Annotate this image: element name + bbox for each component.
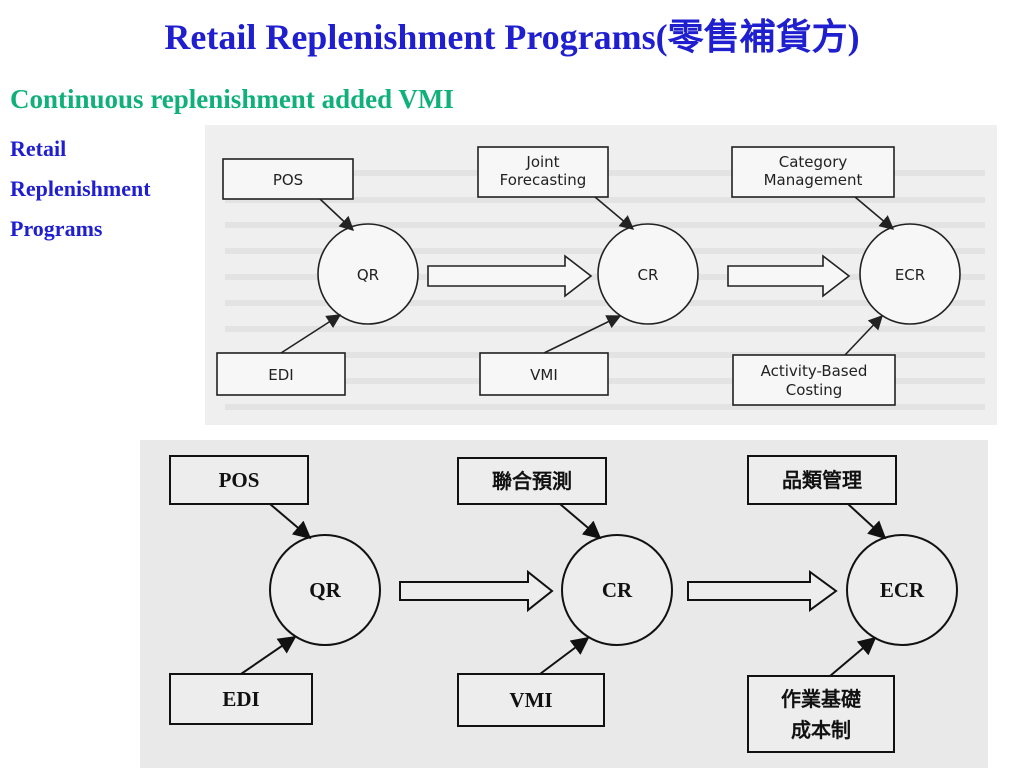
circle-ecr-zh: ECR bbox=[846, 534, 958, 646]
svg-text:VMI: VMI bbox=[509, 688, 552, 712]
box-edi: EDI bbox=[216, 352, 346, 396]
arrow-edi-to-qr bbox=[280, 314, 342, 354]
slide-subtitle: Continuous replenishment added VMI bbox=[10, 84, 454, 114]
chinese-diagram-panel: POS 聯合預測 品類管理 QR CR ECR EDI bbox=[140, 440, 988, 768]
box-pos: POS bbox=[222, 158, 354, 200]
box-activity-based-costing-zh: 作業基礎 成本制 bbox=[747, 675, 895, 753]
svg-text:Forecasting: Forecasting bbox=[500, 171, 587, 189]
arrow-category-to-ecr bbox=[854, 196, 895, 230]
block-arrow-qr-to-cr bbox=[427, 254, 593, 298]
box-category-management-zh: 品類管理 bbox=[747, 455, 897, 505]
arrow-pos-to-qr bbox=[319, 198, 355, 231]
svg-text:品類管理: 品類管理 bbox=[782, 468, 862, 492]
svg-text:作業基礎: 作業基礎 bbox=[781, 687, 862, 711]
svg-text:POS: POS bbox=[273, 171, 303, 189]
box-pos-zh: POS bbox=[169, 455, 309, 505]
svg-text:Management: Management bbox=[764, 171, 863, 189]
side-label-replenishment: Replenishment bbox=[10, 176, 151, 201]
block-arrow-qr-to-cr-zh bbox=[399, 569, 554, 613]
circle-cr-zh: CR bbox=[561, 534, 673, 646]
box-joint-forecasting: Joint Forecasting bbox=[477, 146, 609, 198]
side-label-retail: Retail bbox=[10, 136, 67, 161]
svg-text:POS: POS bbox=[219, 468, 260, 492]
svg-text:CR: CR bbox=[638, 266, 659, 284]
svg-text:ECR: ECR bbox=[880, 578, 925, 602]
svg-text:Activity-Based: Activity-Based bbox=[761, 362, 868, 380]
svg-text:VMI: VMI bbox=[530, 366, 558, 384]
box-activity-based-costing: Activity-Based Costing bbox=[732, 354, 896, 406]
arrow-vmi-to-cr bbox=[543, 315, 622, 354]
box-category-management: Category Management bbox=[731, 146, 895, 198]
svg-text:CR: CR bbox=[602, 578, 633, 602]
english-diagram-panel: POS Joint Forecasting Category Managemen… bbox=[205, 125, 997, 425]
box-vmi: VMI bbox=[479, 352, 609, 396]
svg-text:QR: QR bbox=[357, 266, 379, 284]
arrow-edi-to-qr-zh bbox=[240, 635, 297, 675]
arrow-vmi-to-cr-zh bbox=[539, 636, 590, 675]
circle-qr-zh: QR bbox=[269, 534, 381, 646]
arrow-category-to-ecr-zh bbox=[847, 503, 887, 540]
arrow-pos-to-qr-zh bbox=[269, 503, 312, 540]
svg-text:成本制: 成本制 bbox=[791, 718, 851, 742]
svg-text:Joint: Joint bbox=[525, 153, 559, 171]
svg-text:Category: Category bbox=[779, 153, 848, 171]
block-arrow-cr-to-ecr-zh bbox=[687, 570, 838, 612]
english-diagram: POS Joint Forecasting Category Managemen… bbox=[205, 125, 997, 425]
arrow-forecasting-to-cr bbox=[594, 196, 635, 230]
arrow-abc-to-ecr-zh bbox=[829, 636, 877, 677]
box-joint-forecasting-zh: 聯合預測 bbox=[457, 457, 607, 505]
svg-text:ECR: ECR bbox=[895, 266, 925, 284]
arrow-forecasting-to-cr-zh bbox=[559, 503, 602, 540]
circle-ecr: ECR bbox=[859, 223, 961, 325]
chinese-diagram: POS 聯合預測 品類管理 QR CR ECR EDI bbox=[169, 455, 958, 753]
svg-text:EDI: EDI bbox=[268, 366, 293, 384]
circle-cr: CR bbox=[597, 223, 699, 325]
circle-qr: QR bbox=[317, 223, 419, 325]
slide-title: Retail Replenishment Programs(零售補貨方) bbox=[164, 17, 860, 57]
svg-text:EDI: EDI bbox=[222, 687, 259, 711]
svg-text:QR: QR bbox=[309, 578, 341, 602]
side-label-programs: Programs bbox=[10, 216, 103, 241]
block-arrow-cr-to-ecr bbox=[727, 254, 851, 298]
svg-text:Costing: Costing bbox=[786, 381, 843, 399]
svg-text:聯合預測: 聯合預測 bbox=[492, 469, 572, 493]
box-vmi-zh: VMI bbox=[457, 673, 605, 727]
box-edi-zh: EDI bbox=[169, 673, 313, 725]
arrow-abc-to-ecr bbox=[844, 314, 883, 356]
